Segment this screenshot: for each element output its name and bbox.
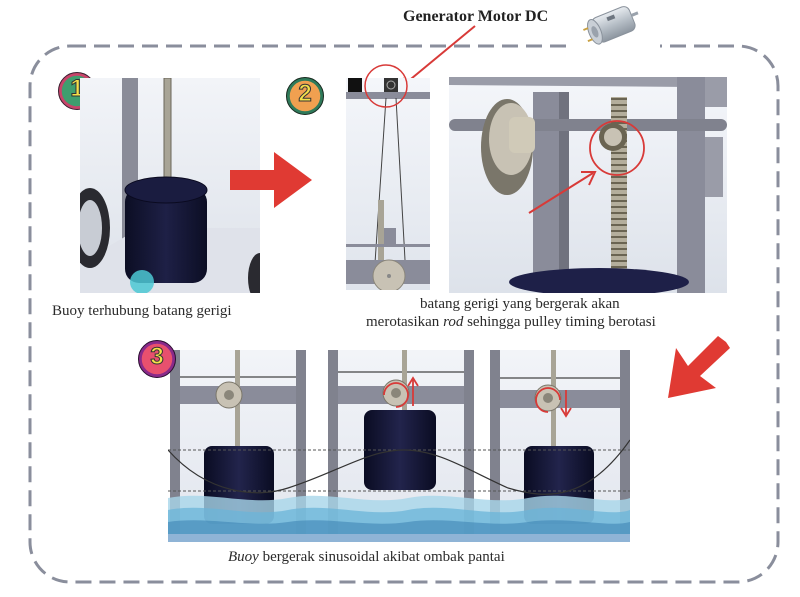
arrow-right-icon [230,152,312,208]
dc-motor-icon [583,6,639,45]
step-1-caption: Buoy terhubung batang gerigi [52,303,232,319]
step-1-illustration [80,78,260,293]
step-2-caption-line-2: merotasikan rod sehingga pulley timing b… [366,313,656,332]
step-2-caption-post: sehingga pulley timing berotasi [463,314,656,330]
step-3-badge [138,340,176,378]
step-2-caption-em: rod [443,314,464,330]
step-2-caption-line-1: batang gerigi yang bergerak akan [420,296,620,312]
water-dark [168,520,630,536]
step-3-wave-illustration [168,350,630,542]
step-2-front-view [346,78,430,290]
arrow-down-left-icon [668,336,730,398]
step-3-number: 3 [150,343,164,371]
generator-title: Generator Motor DC [403,8,549,25]
step-2-number: 2 [298,80,312,108]
dashed-frame [28,44,780,584]
step-3-caption: Buoy bergerak sinusoidal akibat ombak pa… [228,548,505,567]
motor-highlight-circle [364,64,408,108]
step-3-caption-post: bergerak sinusoidal akibat ombak pantai [258,549,505,565]
step-2-gear-detail [449,77,727,293]
step-3-caption-em: Buoy [228,549,259,565]
step-2-caption-pre: merotasikan [366,314,444,330]
step-2-badge [286,77,324,115]
sine-curve [168,439,630,495]
